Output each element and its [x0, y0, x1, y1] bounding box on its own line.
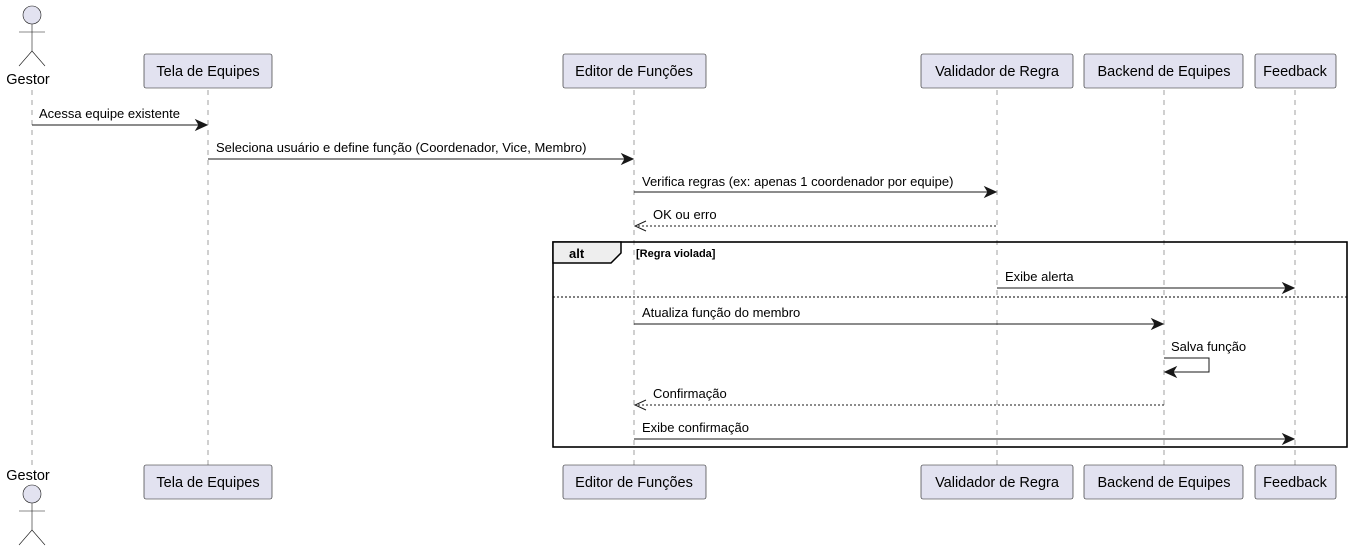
participant-label-validador: Validador de Regra: [935, 475, 1060, 491]
participant-label-editor: Editor de Funções: [575, 475, 693, 491]
actor-leg-left: [18, 50, 33, 67]
message-label: Confirmação: [653, 386, 727, 401]
message-label: Exibe confirmação: [642, 420, 749, 435]
participant-editor-top: Editor de Funções: [562, 53, 707, 89]
arrow-head: [1150, 317, 1165, 331]
participant-tela-top: Tela de Equipes: [143, 53, 273, 89]
arrow-head: [633, 220, 647, 232]
actor-leg-right: [31, 50, 46, 67]
message-salva-funcao: Salva função: [1163, 339, 1246, 379]
actor-head: [22, 484, 42, 504]
participant-validador-top: Validador de Regra: [920, 53, 1074, 89]
participant-validador-bottom: Validador de Regra: [920, 464, 1074, 500]
participant-editor-bottom: Editor de Funções: [562, 464, 707, 500]
arrow-head: [1281, 432, 1296, 446]
actor-gestor-top: Gestor: [6, 5, 50, 88]
message-label: Atualiza função do membro: [642, 305, 800, 320]
message-label: Seleciona usuário e define função (Coord…: [216, 140, 586, 155]
participant-label-editor: Editor de Funções: [575, 64, 693, 80]
actor-label-gestor: Gestor: [6, 468, 50, 484]
message-seleciona-usuario: Seleciona usuário e define função (Coord…: [208, 140, 635, 166]
arrow-head: [1163, 365, 1178, 379]
message-label: Exibe alerta: [1005, 269, 1074, 284]
message-atualiza-funcao: Atualiza função do membro: [634, 305, 1165, 331]
arrow-head: [983, 185, 998, 199]
arrow-head: [1281, 281, 1296, 295]
participant-label-feedback: Feedback: [1263, 64, 1327, 80]
message-label: OK ou erro: [653, 207, 717, 222]
participant-label-backend: Backend de Equipes: [1097, 475, 1230, 491]
participant-label-tela: Tela de Equipes: [156, 64, 259, 80]
participant-tela-bottom: Tela de Equipes: [143, 464, 273, 500]
message-ok-ou-erro: OK ou erro: [633, 207, 997, 232]
actor-leg-left: [18, 529, 33, 546]
actor-label-gestor: Gestor: [6, 72, 50, 88]
alt-frame-guard: [Regra violada]: [636, 248, 716, 260]
participant-label-tela: Tela de Equipes: [156, 475, 259, 491]
arrow-head: [620, 152, 635, 166]
alt-frame-border: [552, 241, 1348, 448]
alt-frame-operator: alt: [569, 246, 585, 261]
message-label: Acessa equipe existente: [39, 106, 180, 121]
participant-label-validador: Validador de Regra: [935, 64, 1060, 80]
alt-frame: alt [Regra violada]: [552, 241, 1348, 448]
actor-gestor-bottom: Gestor: [6, 468, 50, 546]
message-confirmacao: Confirmação: [633, 386, 1164, 411]
message-verifica-regras: Verifica regras (ex: apenas 1 coordenado…: [634, 174, 998, 199]
participant-label-backend: Backend de Equipes: [1097, 64, 1230, 80]
message-label: Verifica regras (ex: apenas 1 coordenado…: [642, 174, 953, 189]
participant-backend-bottom: Backend de Equipes: [1083, 464, 1244, 500]
arrow-head: [633, 399, 647, 411]
alt-frame-tab: [552, 241, 622, 264]
arrow-head: [194, 118, 209, 132]
participant-feedback-bottom: Feedback: [1254, 464, 1337, 500]
participant-label-feedback: Feedback: [1263, 475, 1327, 491]
message-exibe-confirmacao: Exibe confirmação: [634, 420, 1296, 446]
message-acessa-equipe: Acessa equipe existente: [32, 106, 209, 132]
actor-leg-right: [31, 529, 46, 546]
actor-head: [22, 5, 42, 25]
message-exibe-alerta: Exibe alerta: [997, 269, 1296, 295]
participant-backend-top: Backend de Equipes: [1083, 53, 1244, 89]
message-label: Salva função: [1171, 339, 1246, 354]
participant-feedback-top: Feedback: [1254, 53, 1337, 89]
